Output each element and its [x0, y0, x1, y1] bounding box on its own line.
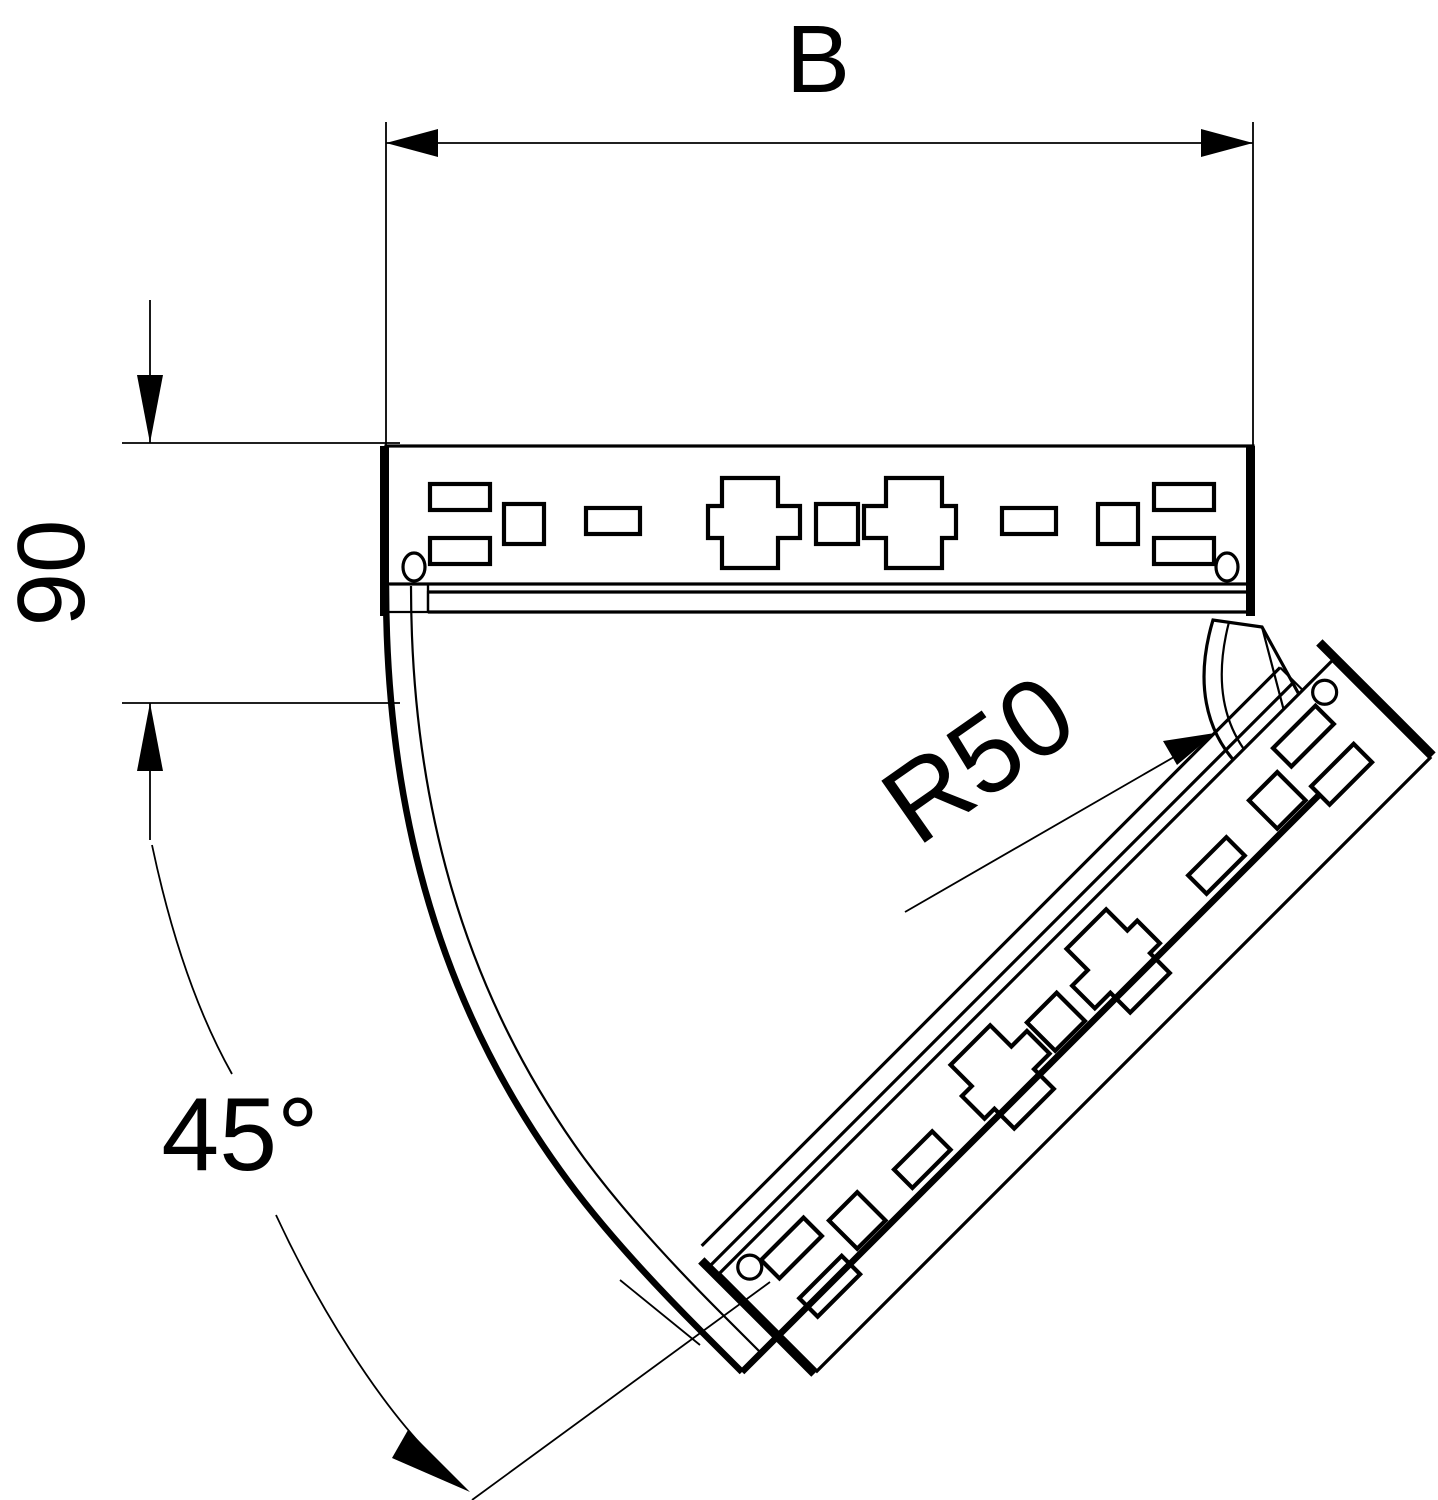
angled-mounting-hole-b	[736, 1253, 764, 1281]
angle-arc	[151, 844, 470, 1492]
angled-rail-slot-group	[758, 703, 1376, 1321]
arrowhead-right	[1201, 129, 1253, 157]
angled-side-rail	[698, 639, 1436, 1377]
mounting-hole-left	[401, 551, 427, 583]
rail-lower-flange	[426, 590, 1255, 614]
angle-reference-line	[471, 1279, 771, 1500]
arrowhead-left	[386, 129, 438, 157]
angled-rail-end-edge-a	[1316, 639, 1436, 759]
dimension-b	[386, 129, 1253, 157]
arrowhead-up	[137, 703, 163, 771]
angled-rail-end-edge-b	[698, 1257, 818, 1377]
radius-leader	[904, 733, 1215, 913]
dimension-label-b: B	[786, 6, 850, 113]
mounting-hole-right	[1214, 551, 1240, 583]
rail-left-edge	[380, 446, 389, 616]
inner-bend-curve	[382, 584, 761, 1375]
angle-arrowhead	[392, 1430, 470, 1492]
arrowhead-down	[137, 375, 163, 443]
angled-rail-outer-edge	[739, 791, 1323, 1375]
dimension-90	[137, 375, 163, 771]
rail-right-edge	[1246, 446, 1255, 616]
dimension-label-90: 90	[0, 520, 105, 627]
horizontal-side-rail	[380, 444, 1255, 616]
radius-arrowhead	[1163, 733, 1215, 765]
dimension-label-r50: R50	[861, 651, 1097, 868]
angled-mounting-hole-a	[1311, 678, 1339, 706]
dimension-label-45: 45°	[161, 1077, 318, 1193]
